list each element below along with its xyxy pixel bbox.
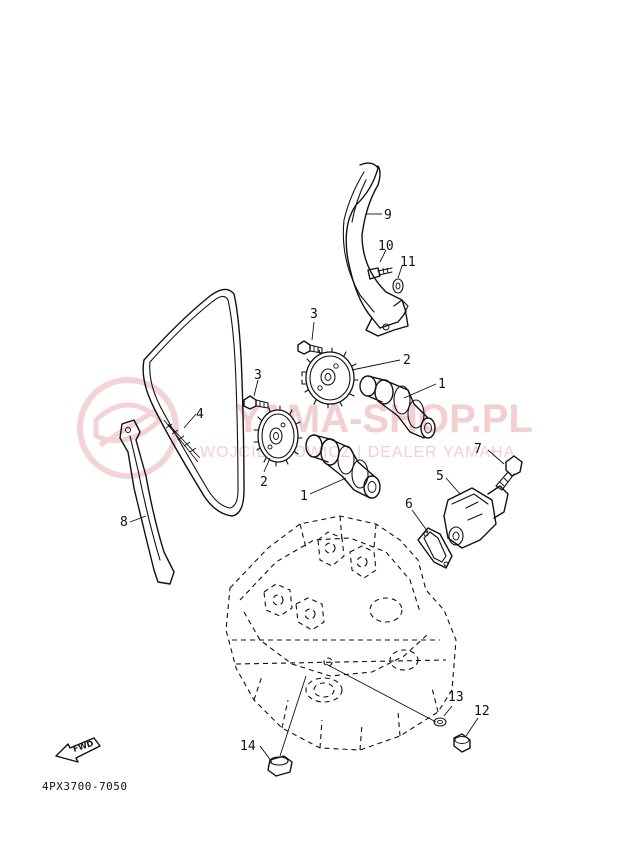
part-labels: 9 10 11 3 2 3 1 4 2 1 8 5 7 6 13 12 14 [120,208,490,754]
fwd-label: FWD [72,739,95,754]
chain-guide-upper [342,162,409,337]
bolt-3-upper [297,340,323,355]
label-4: 4 [196,407,204,422]
bolt-10 [367,267,393,280]
label-5: 5 [436,469,444,484]
cam-sprocket-lower [253,405,303,467]
cam-sprocket-upper [301,347,359,409]
label-2-lower: 2 [260,475,268,490]
plug-14 [267,755,293,777]
label-3-upper: 3 [310,307,318,322]
label-1-lower: 1 [300,489,308,504]
timing-chain [142,288,245,517]
washer-11 [392,278,404,294]
label-11: 11 [400,255,416,270]
label-6: 6 [405,497,413,512]
label-10: 10 [378,239,394,254]
camshaft-lower [305,434,381,499]
label-9: 9 [384,208,392,223]
watermark-logo-icon [77,377,179,479]
cylinder-head [225,515,457,751]
watermark-subtitle: WOJCIECHOWICZ | DEALER YAMAHA [200,444,515,461]
chain-guide-rear [119,419,175,585]
label-12: 12 [474,704,490,719]
fwd-arrow-icon: FWD [55,737,101,763]
diagram-code: 4PX3700-7050 [42,780,127,793]
leader-lines [129,213,505,763]
label-3-lower: 3 [254,368,262,383]
camshaft-upper [359,375,436,439]
washer-13 [433,717,447,727]
label-14: 14 [240,739,256,754]
label-8: 8 [120,515,128,530]
label-7: 7 [474,442,482,457]
bolt-12 [453,733,471,753]
label-1-upper: 1 [438,377,446,392]
label-13: 13 [448,690,464,705]
gasket-6 [417,527,453,569]
chain-tensioner [443,485,509,549]
bolt-7 [495,455,523,491]
label-2-upper: 2 [403,353,411,368]
bolt-3-lower [243,395,269,410]
